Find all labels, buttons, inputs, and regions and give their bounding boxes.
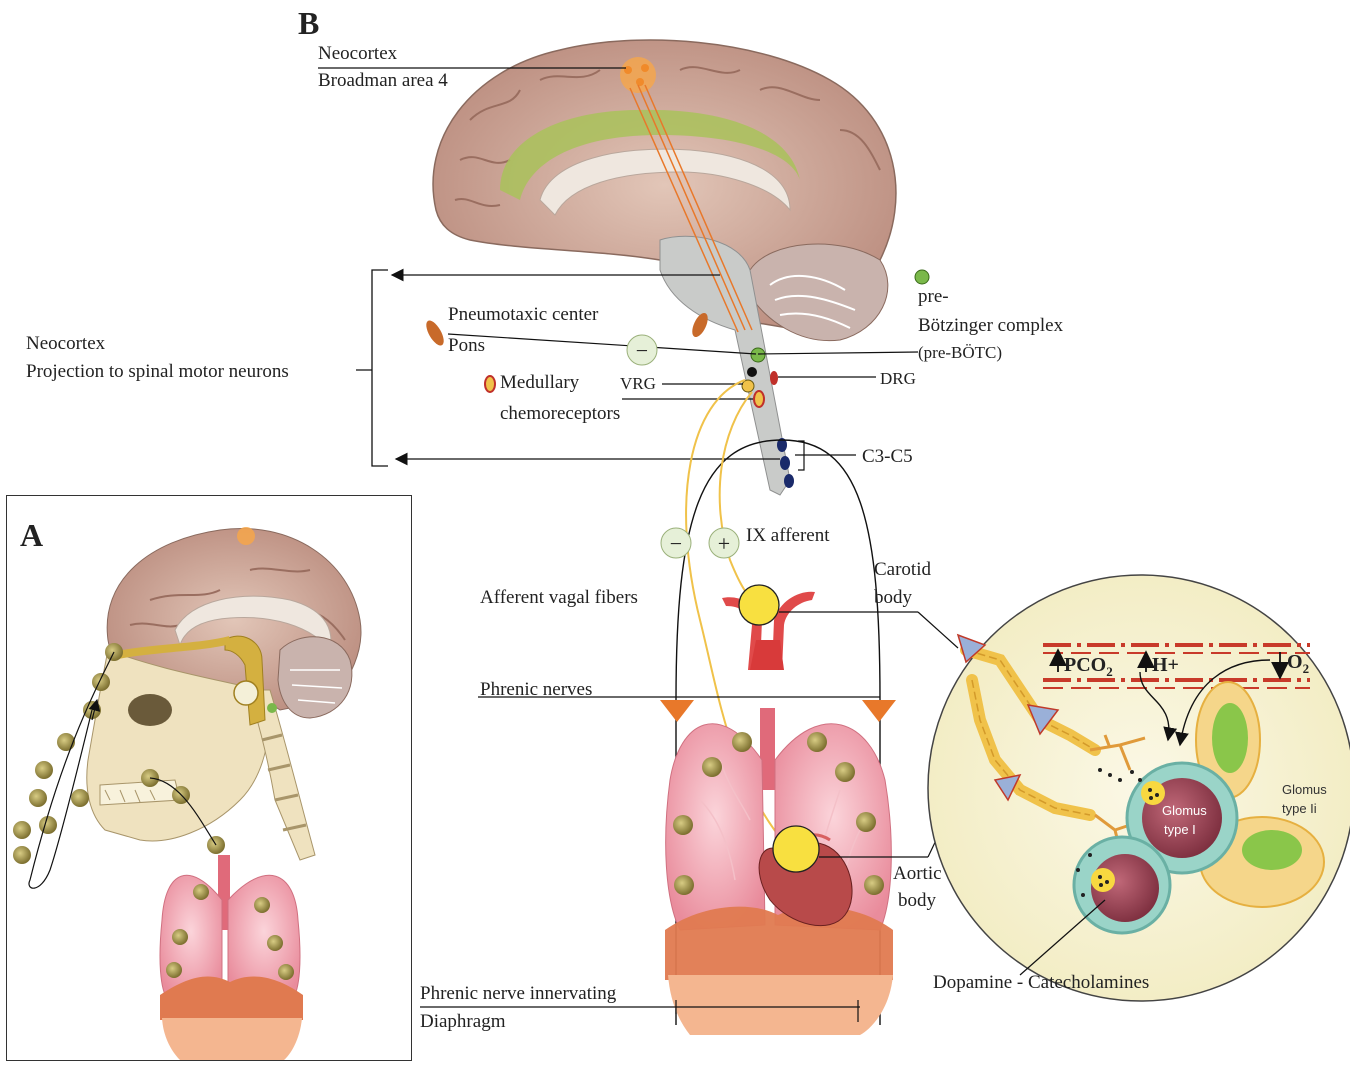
label-pons: Pons (448, 334, 485, 358)
lungs-panel-b (665, 708, 893, 1035)
carotid-body (739, 585, 779, 625)
label-broadman-area: Broadman area 4 (318, 69, 448, 93)
label-pre-botc: (pre-BÖTC) (918, 342, 1002, 363)
glomus-support-nucleus-upper (1212, 703, 1248, 773)
spinal-c4-marker (780, 456, 790, 470)
label-chemoreceptors: chemoreceptors (500, 402, 620, 426)
label-phrenic-innervating: Phrenic nerve innervating (420, 982, 616, 1006)
label-aortic: Aortic (893, 862, 942, 886)
label-neocortex-left: Neocortex (26, 332, 105, 356)
label-diaphragm: Diaphragm (420, 1010, 505, 1034)
label-afferent-vagal-fibers: Afferent vagal fibers (480, 586, 638, 610)
label-carotid-body: body (874, 586, 912, 610)
label-glomus-type-i-b: type I (1164, 822, 1196, 838)
projection-brace (356, 270, 388, 466)
minus-sign-upper: − (632, 337, 652, 365)
pre-botc-key-icon (915, 270, 929, 284)
abdomen-b (668, 975, 893, 1035)
label-dopamine-catecholamines: Dopamine - Catecholamines (933, 971, 1149, 995)
label-glomus-type-ii-b: type Ii (1282, 801, 1317, 817)
label-aortic-body: body (898, 889, 936, 913)
label-pco2: PCO2 (1064, 653, 1113, 680)
phrenic-terminal-right (862, 700, 896, 722)
brain-sagittal (433, 40, 896, 495)
label-glomus-type-i-a: Glomus (1162, 803, 1207, 819)
label-vrg: VRG (620, 373, 656, 394)
label-o2: O2 (1287, 650, 1309, 677)
label-neocortex-top: Neocortex (318, 42, 397, 66)
phrenic-terminal-left (660, 700, 694, 722)
label-glomus-type-ii-a: Glomus (1282, 782, 1327, 798)
pre-botc-marker (751, 348, 765, 362)
label-botzinger-complex: Bötzinger complex (918, 314, 1063, 338)
vrg-marker (742, 380, 754, 392)
plus-sign-ix: + (714, 530, 734, 558)
vesicle-upper (1141, 781, 1165, 805)
aortic-body (773, 826, 819, 872)
panel-a-frame (6, 495, 412, 1061)
medullary-key-icon (485, 376, 495, 392)
label-pneumotaxic-center: Pneumotaxic center (448, 303, 598, 327)
label-h-plus: H+ (1152, 653, 1179, 678)
diaphragm-b (665, 907, 893, 980)
label-phrenic-nerves: Phrenic nerves (480, 678, 592, 702)
glomus-type-ii-nucleus (1242, 830, 1302, 870)
drg-marker (770, 371, 778, 385)
minus-sign-vagal: − (666, 530, 686, 558)
vesicle-lower (1091, 868, 1115, 892)
label-projection-spinal: Projection to spinal motor neurons (26, 360, 289, 384)
label-carotid: Carotid (874, 558, 931, 582)
motor-cortex-marker (620, 57, 656, 93)
pneumotaxic-key-icon (423, 318, 447, 348)
label-ix-afferent: IX afferent (746, 524, 830, 548)
spinal-c5-marker (784, 474, 794, 488)
nucleus-black-marker (747, 367, 757, 377)
medullary-chemoreceptor-marker (754, 391, 764, 407)
panel-label-b: B (298, 3, 319, 43)
label-drg: DRG (880, 368, 916, 389)
label-c3-c5: C3-C5 (862, 445, 913, 469)
label-medullary: Medullary (500, 371, 579, 395)
ix-afferent-fiber (720, 392, 760, 605)
label-pre: pre- (918, 285, 949, 309)
panel-label-a: A (20, 515, 43, 555)
